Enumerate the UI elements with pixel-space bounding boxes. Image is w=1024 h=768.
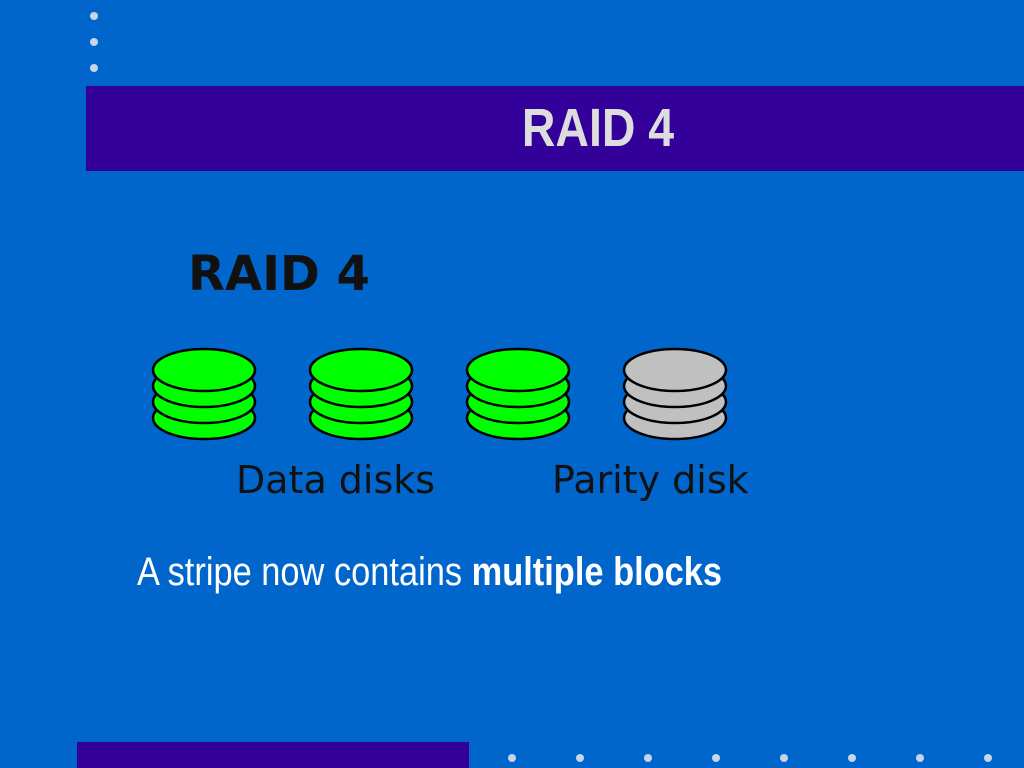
dot [90, 12, 98, 20]
footer-band [77, 742, 469, 768]
dot [508, 754, 516, 762]
caption-emphasis: multiple blocks [471, 550, 723, 594]
dot [90, 64, 98, 72]
title-band: RAID 4 [86, 86, 1024, 171]
dot [576, 754, 584, 762]
dot [90, 38, 98, 46]
slide-title: RAID 4 [521, 98, 675, 158]
data-disk [151, 347, 257, 441]
dot [916, 754, 924, 762]
dot [712, 754, 720, 762]
disk-platter [465, 347, 571, 393]
dot [984, 754, 992, 762]
data-disk [308, 347, 414, 441]
data-disk [465, 347, 571, 441]
disk-platter [151, 347, 257, 393]
data-disks-label: Data disks [236, 458, 436, 502]
disk-platter [622, 347, 728, 393]
dot [848, 754, 856, 762]
parity-disk-label: Parity disk [552, 458, 749, 502]
decorative-dots-bottom [500, 752, 1024, 764]
decorative-dots-left [88, 10, 100, 80]
caption-prefix: A stripe now contains [137, 550, 472, 594]
dot [780, 754, 788, 762]
caption: A stripe now contains multiple blocks [137, 550, 722, 595]
parity-disk [622, 347, 728, 441]
figure-title: RAID 4 [188, 246, 370, 302]
disk-platter [308, 347, 414, 393]
dot [644, 754, 652, 762]
